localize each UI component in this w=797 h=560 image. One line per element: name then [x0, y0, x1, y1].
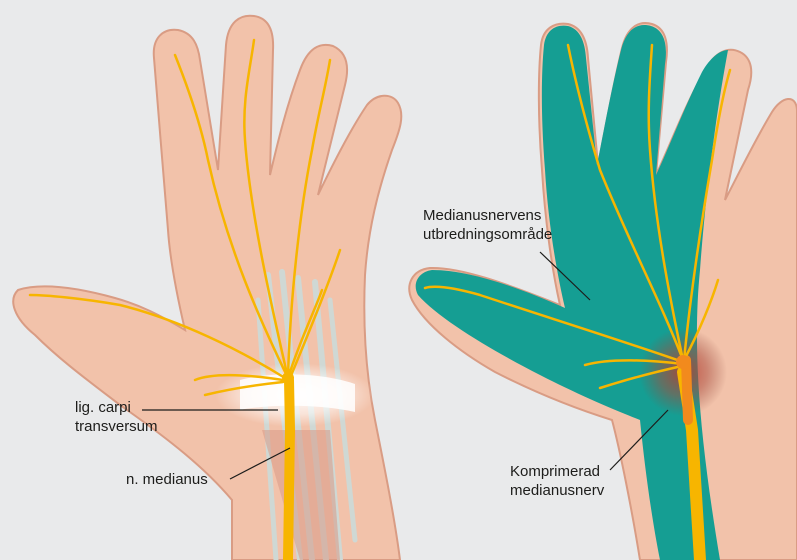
label-ligament: lig. carpi transversum [75, 398, 158, 436]
label-ligament-line-1: lig. carpi [75, 398, 158, 417]
label-nerve-text: n. medianus [126, 470, 208, 489]
label-compressed-line-1: Komprimerad [510, 462, 604, 481]
label-compressed-line-2: medianusnerv [510, 481, 604, 500]
median-nerve-trunk [288, 380, 290, 560]
compression-point [686, 360, 688, 420]
label-area-line-2: utbredningsområde [423, 225, 552, 244]
right-nerve-junction [676, 355, 690, 369]
label-area: Medianusnervens utbredningsområde [423, 206, 552, 244]
label-ligament-line-2: transversum [75, 417, 158, 436]
nerve-junction [282, 372, 294, 384]
label-compressed: Komprimerad medianusnerv [510, 462, 604, 500]
label-area-line-1: Medianusnervens [423, 206, 552, 225]
label-nerve: n. medianus [126, 470, 208, 489]
